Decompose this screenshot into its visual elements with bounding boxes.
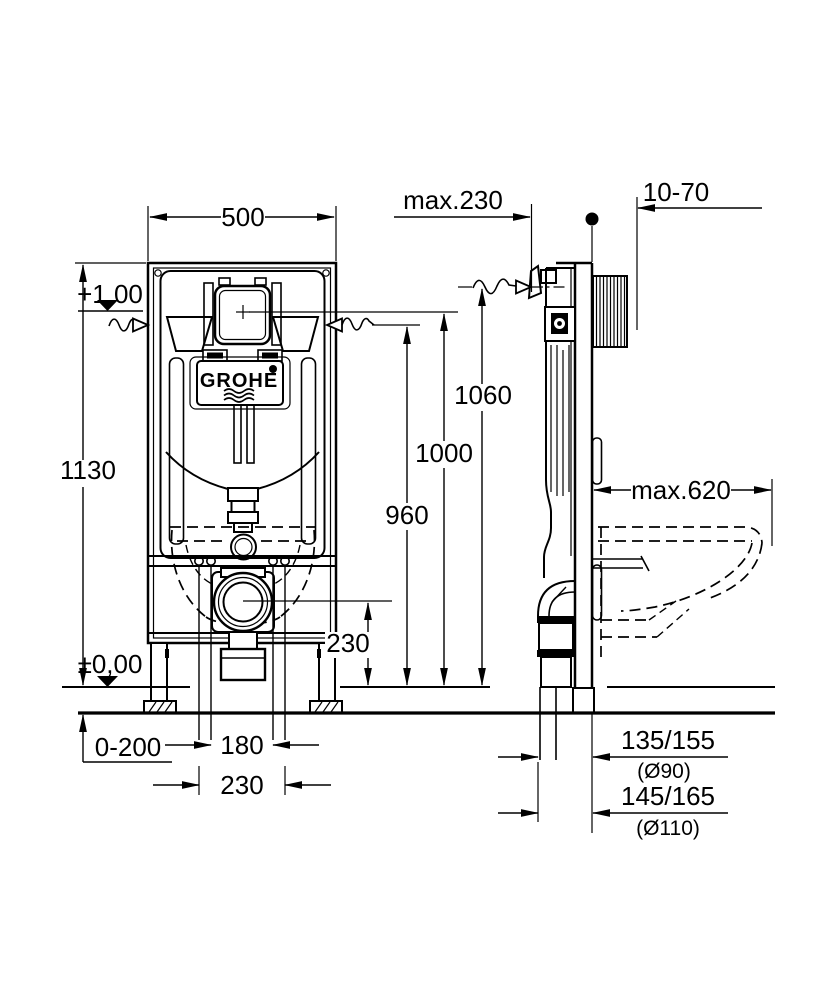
registered-mark-dot xyxy=(269,365,277,373)
grohe-logo-text: GROHE xyxy=(200,370,278,392)
front-cistern-tank xyxy=(165,316,320,545)
dim-drain-dia-110: (Ø110) xyxy=(636,817,700,840)
dimension-lines xyxy=(75,197,773,833)
grohe-logo-plate: GROHE xyxy=(189,356,291,410)
dim-wall-fixing-range: 10-70 xyxy=(643,177,710,207)
text-backgrounds xyxy=(57,203,512,658)
dim-front-width: 500 xyxy=(221,202,264,232)
side-bowl-dashed-outline xyxy=(598,526,763,660)
front-flush-pipe xyxy=(227,487,259,561)
side-wall-anchor-hatched xyxy=(592,275,628,348)
datum-floor-label: ±0,00 xyxy=(78,649,143,679)
datum-top-label: +1,00 xyxy=(77,279,143,309)
front-outlet-assembly xyxy=(148,567,336,682)
floor-lines xyxy=(62,686,775,715)
break-line-wavy-arrow-side xyxy=(472,278,517,295)
front-flush-plate-window xyxy=(203,277,282,346)
dim-wall-ref-height: 960 xyxy=(385,500,428,530)
dim-pipe-spacing-outer: 230 xyxy=(220,770,263,800)
dim-front-height: 1130 xyxy=(60,455,116,485)
dim-depth-max: max.230 xyxy=(403,185,503,215)
dim-outlet-height: 230 xyxy=(326,628,369,658)
side-drain-elbow-and-pipe xyxy=(537,437,650,760)
break-line-wavy-arrow-left xyxy=(108,318,136,332)
dim-pipe-spacing-inner: 180 xyxy=(220,730,263,760)
wall-fixing-point-dot xyxy=(585,212,599,226)
dim-drain-offset-110: 145/165 xyxy=(621,781,715,811)
dim-foot-adjustment: 0-200 xyxy=(95,732,162,762)
front-bowl-dashed-outline xyxy=(170,526,316,626)
dim-drain-offset-90: 135/155 xyxy=(621,725,715,755)
dim-drain-dia-90: (Ø90) xyxy=(637,760,691,783)
dim-frame-top-height: 1060 xyxy=(454,380,512,410)
dim-bowl-projection: max.620 xyxy=(631,475,731,505)
logo-wave-icon xyxy=(223,388,255,394)
break-line-wavy-arrow-right xyxy=(324,317,343,333)
dim-flush-plate-height: 1000 xyxy=(415,438,473,468)
